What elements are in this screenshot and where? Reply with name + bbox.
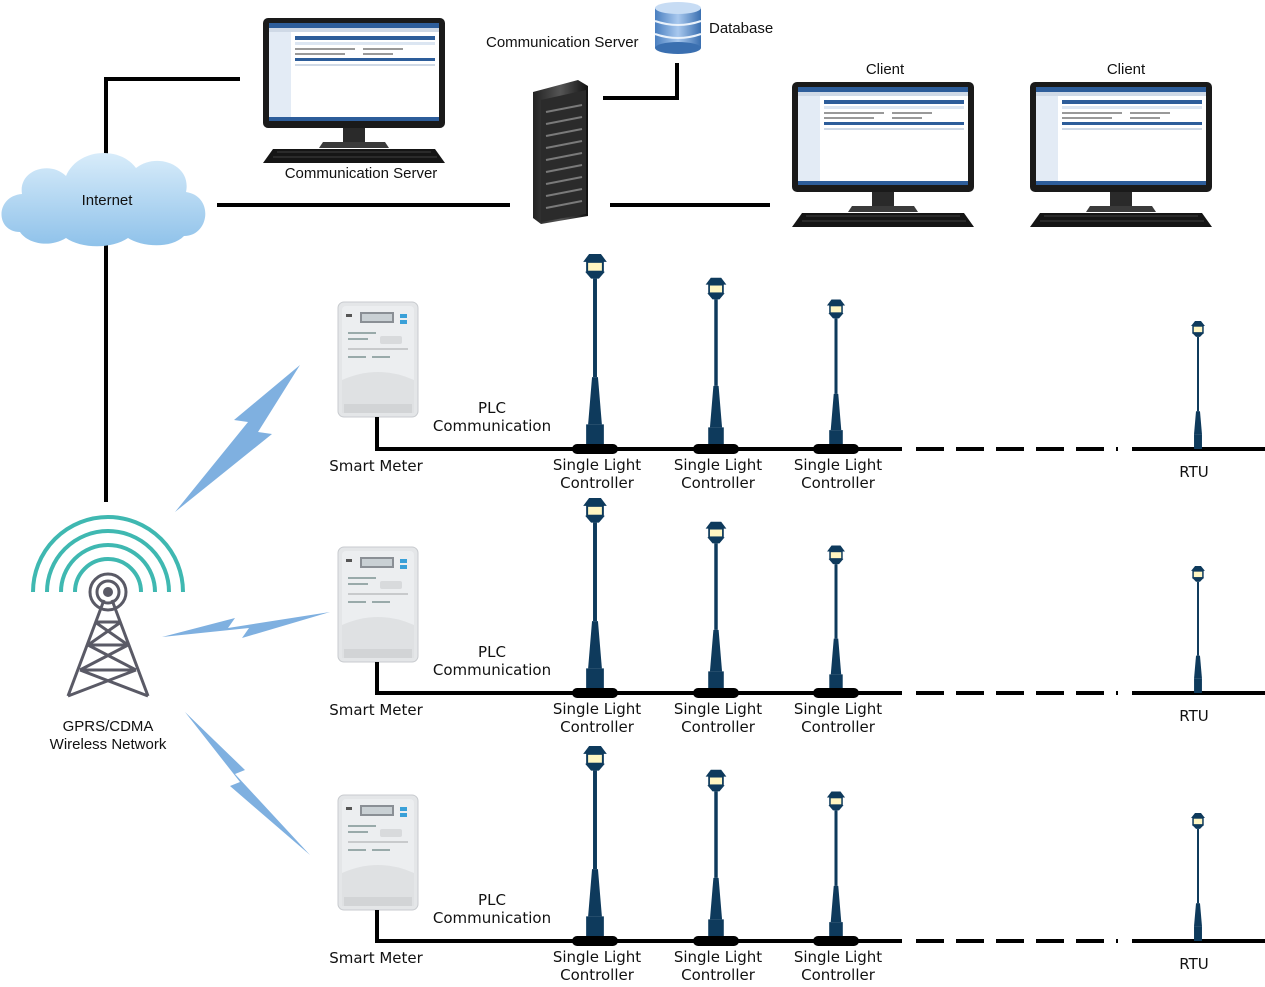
- controller-label-line-1: Single Light: [793, 456, 883, 474]
- row-1: [337, 252, 1265, 454]
- controller-label-line-2: Controller: [681, 474, 755, 492]
- single-light-controller-3-1: [572, 936, 618, 946]
- single-light-controller-2-2: [693, 688, 739, 698]
- communication-server-monitor-label: Communication Server: [284, 165, 438, 182]
- internet-cloud-icon: [1, 153, 206, 247]
- plc-label-line-1: PLC: [478, 399, 506, 417]
- plc-label-line-2: Communication: [432, 661, 552, 679]
- single-light-controller-2-3: [813, 688, 859, 698]
- client-2-label: Client: [1106, 61, 1146, 78]
- plc-label-line-1: PLC: [478, 643, 506, 661]
- single-light-controller-3-3: [813, 936, 859, 946]
- controller-label-line-1: Single Light: [673, 948, 763, 966]
- smart-meter-label: Smart Meter: [329, 701, 423, 719]
- wireless-signal-3-icon: [185, 712, 310, 855]
- row-2: [337, 496, 1265, 698]
- client-1-label: Client: [865, 61, 905, 78]
- street-light-1-3-icon: [826, 298, 846, 450]
- rtu-light-1-icon: [1190, 320, 1206, 450]
- street-light-2-3-icon: [826, 544, 846, 694]
- controller-label-line-2: Controller: [801, 966, 875, 984]
- smart-meter-3-icon: [337, 794, 419, 911]
- rtu-light-3-icon: [1190, 812, 1206, 942]
- street-light-3-1-icon: [582, 744, 608, 942]
- internet-to-server-line: [104, 77, 240, 155]
- controller-label-line-2: Controller: [681, 966, 755, 984]
- smart-meter-2-icon: [337, 546, 419, 663]
- controller-label-line-2: Controller: [560, 474, 634, 492]
- controller-label-line-1: Single Light: [552, 700, 642, 718]
- street-light-2-2-icon: [704, 520, 728, 694]
- controller-label-line-2: Controller: [681, 718, 755, 736]
- tower-label-line-2: Wireless Network: [49, 736, 167, 753]
- communication-server-monitor-icon: [262, 17, 446, 164]
- controller-label-line-2: Controller: [560, 718, 634, 736]
- single-light-controller-3-2: [693, 936, 739, 946]
- plc-label-line-1: PLC: [478, 891, 506, 909]
- tower-label-line-1: GPRS/CDMA: [62, 718, 154, 735]
- controller-label-line-2: Controller: [801, 718, 875, 736]
- street-light-2-1-icon: [582, 496, 608, 694]
- tower-label: GPRS/CDMA Wireless Network: [50, 718, 167, 754]
- rtu-label: RTU: [1179, 463, 1209, 481]
- smart-meter-label: Smart Meter: [329, 949, 423, 967]
- wireless-signal-1-icon: [175, 365, 300, 512]
- database-label: Database: [709, 20, 774, 37]
- client-monitor-2-icon: [1029, 81, 1213, 228]
- communication-server-title: Communication Server: [486, 34, 639, 51]
- street-light-1-1-icon: [582, 252, 608, 450]
- rtu-light-2-icon: [1190, 565, 1206, 694]
- street-light-3-3-icon: [826, 790, 846, 942]
- rtu-label: RTU: [1179, 955, 1209, 973]
- single-light-controller-1-1: [572, 444, 618, 454]
- single-light-controller-1-2: [693, 444, 739, 454]
- controller-label-line-1: Single Light: [793, 700, 883, 718]
- smart-meter-label: Smart Meter: [329, 457, 423, 475]
- controller-label-line-2: Controller: [801, 474, 875, 492]
- database-icon: [654, 2, 702, 54]
- rtu-label: RTU: [1179, 707, 1209, 725]
- controller-label-line-1: Single Light: [793, 948, 883, 966]
- controller-label-line-2: Controller: [560, 966, 634, 984]
- plc-label-line-2: Communication: [432, 417, 552, 435]
- controller-label-line-1: Single Light: [673, 700, 763, 718]
- smart-meter-1-icon: [337, 301, 419, 418]
- wireless-signal-2-icon: [162, 612, 330, 638]
- street-light-1-2-icon: [704, 276, 728, 450]
- rack-to-database-line: [603, 63, 679, 100]
- single-light-controller-2-1: [572, 688, 618, 698]
- controller-label-line-1: Single Light: [673, 456, 763, 474]
- plc-label-line-2: Communication: [432, 909, 552, 927]
- row-3: [337, 744, 1265, 946]
- internet-label: Internet: [81, 192, 133, 209]
- client-monitor-1-icon: [791, 81, 975, 228]
- gprs-tower-icon: [31, 515, 185, 698]
- server-rack-icon: [533, 80, 588, 224]
- controller-label-line-1: Single Light: [552, 456, 642, 474]
- single-light-controller-1-3: [813, 444, 859, 454]
- street-light-3-2-icon: [704, 768, 728, 942]
- controller-label-line-1: Single Light: [552, 948, 642, 966]
